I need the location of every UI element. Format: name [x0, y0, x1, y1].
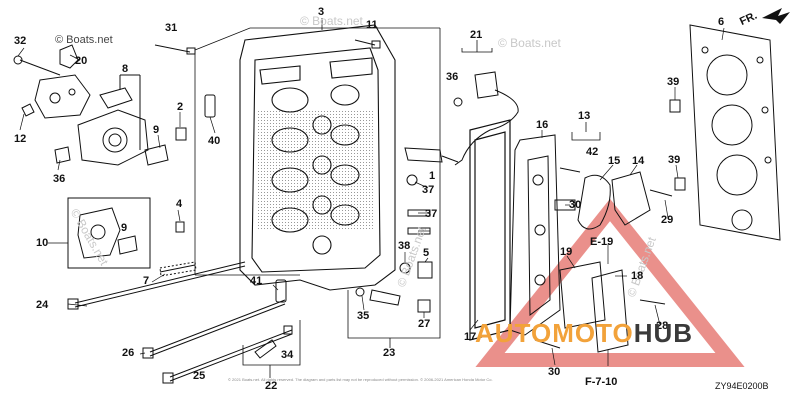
inset-box-part-10: [67, 197, 151, 269]
callout-37: 37: [425, 208, 438, 220]
callout-16: 16: [536, 119, 549, 131]
logo-word-hub: HUB: [633, 318, 694, 348]
leader-lines: [17, 27, 725, 366]
callout-1: 1: [429, 170, 436, 182]
watermark-boats-net: © Boats.net: [55, 34, 113, 46]
sensor-harness-part-21: [404, 71, 519, 166]
callout-8: 8: [122, 63, 129, 75]
group-brackets: [242, 40, 601, 378]
watermark-boats-net: © Boats.net: [300, 14, 363, 28]
callout-31: 31: [165, 22, 178, 34]
callout-4: 4: [176, 198, 183, 210]
callout-14: 14: [632, 155, 645, 167]
callout-10: 10: [36, 237, 49, 249]
callout-9: 9: [121, 222, 128, 234]
callout-21: 21: [470, 29, 483, 41]
water-jacket-cover-part-16: [509, 134, 561, 336]
small-fittings: [355, 174, 433, 313]
callout-20: 20: [75, 55, 88, 67]
callout-19: 19: [560, 246, 573, 258]
callout-27: 27: [418, 318, 431, 330]
callout-30: 30: [569, 199, 582, 211]
callout-35: 35: [357, 310, 370, 322]
callout-17: 17: [464, 331, 477, 343]
callout-7: 7: [143, 275, 150, 287]
callout-3: 3: [318, 6, 325, 18]
callout-37: 37: [422, 184, 435, 196]
logo-word-auto: AUTO: [475, 318, 553, 348]
callout-28: 28: [656, 320, 669, 332]
callout-11: 11: [366, 19, 378, 31]
callout-42: 42: [586, 146, 599, 158]
callout-30: 30: [548, 366, 561, 378]
bolts-and-studs: [67, 39, 381, 384]
callout-15: 15: [608, 155, 621, 167]
callout-39: 39: [667, 76, 680, 88]
callout-36: 36: [53, 173, 66, 185]
callout-23: 23: [383, 347, 396, 359]
section-reference-f710[interactable]: F-7-10: [585, 376, 618, 388]
callout-2: 2: [177, 101, 184, 113]
diagram-code: ZY94E0200B: [715, 381, 769, 391]
callout-9: 9: [153, 124, 160, 136]
vtc-solenoid-assembly: [13, 44, 169, 166]
front-direction-arrow: [762, 8, 790, 24]
callout-34: 34: [281, 349, 294, 361]
callout-26: 26: [122, 347, 135, 359]
callout-25: 25: [193, 370, 206, 382]
watermark-boats-net: © Boats.net: [498, 36, 561, 50]
cylinder-head-part-3: [239, 24, 396, 291]
logo-word-moto: MOTO: [552, 318, 634, 348]
callout-36: 36: [446, 71, 459, 83]
automotohub-logo: AUTOMOTOHUB: [475, 318, 693, 349]
callout-5: 5: [423, 247, 430, 259]
callout-39: 39: [668, 154, 681, 166]
copyright-line: © 2021 Boats.net. All rights reserved. T…: [228, 377, 493, 382]
callout-32: 32: [14, 35, 27, 47]
callout-29: 29: [661, 214, 674, 226]
callout-12: 12: [14, 133, 27, 145]
callout-18: 18: [631, 270, 644, 282]
head-gasket-part-6: [689, 24, 781, 241]
callout-22: 22: [265, 380, 278, 392]
callout-13: 13: [578, 110, 591, 122]
callout-40: 40: [208, 135, 221, 147]
group-bracket-3: [194, 18, 441, 290]
callout-6: 6: [718, 16, 725, 28]
callout-24: 24: [36, 299, 49, 311]
callout-41: 41: [250, 275, 263, 287]
gasket-part-17: [469, 119, 511, 341]
section-reference-e19[interactable]: E-19: [590, 236, 614, 248]
callout-38: 38: [398, 240, 411, 252]
